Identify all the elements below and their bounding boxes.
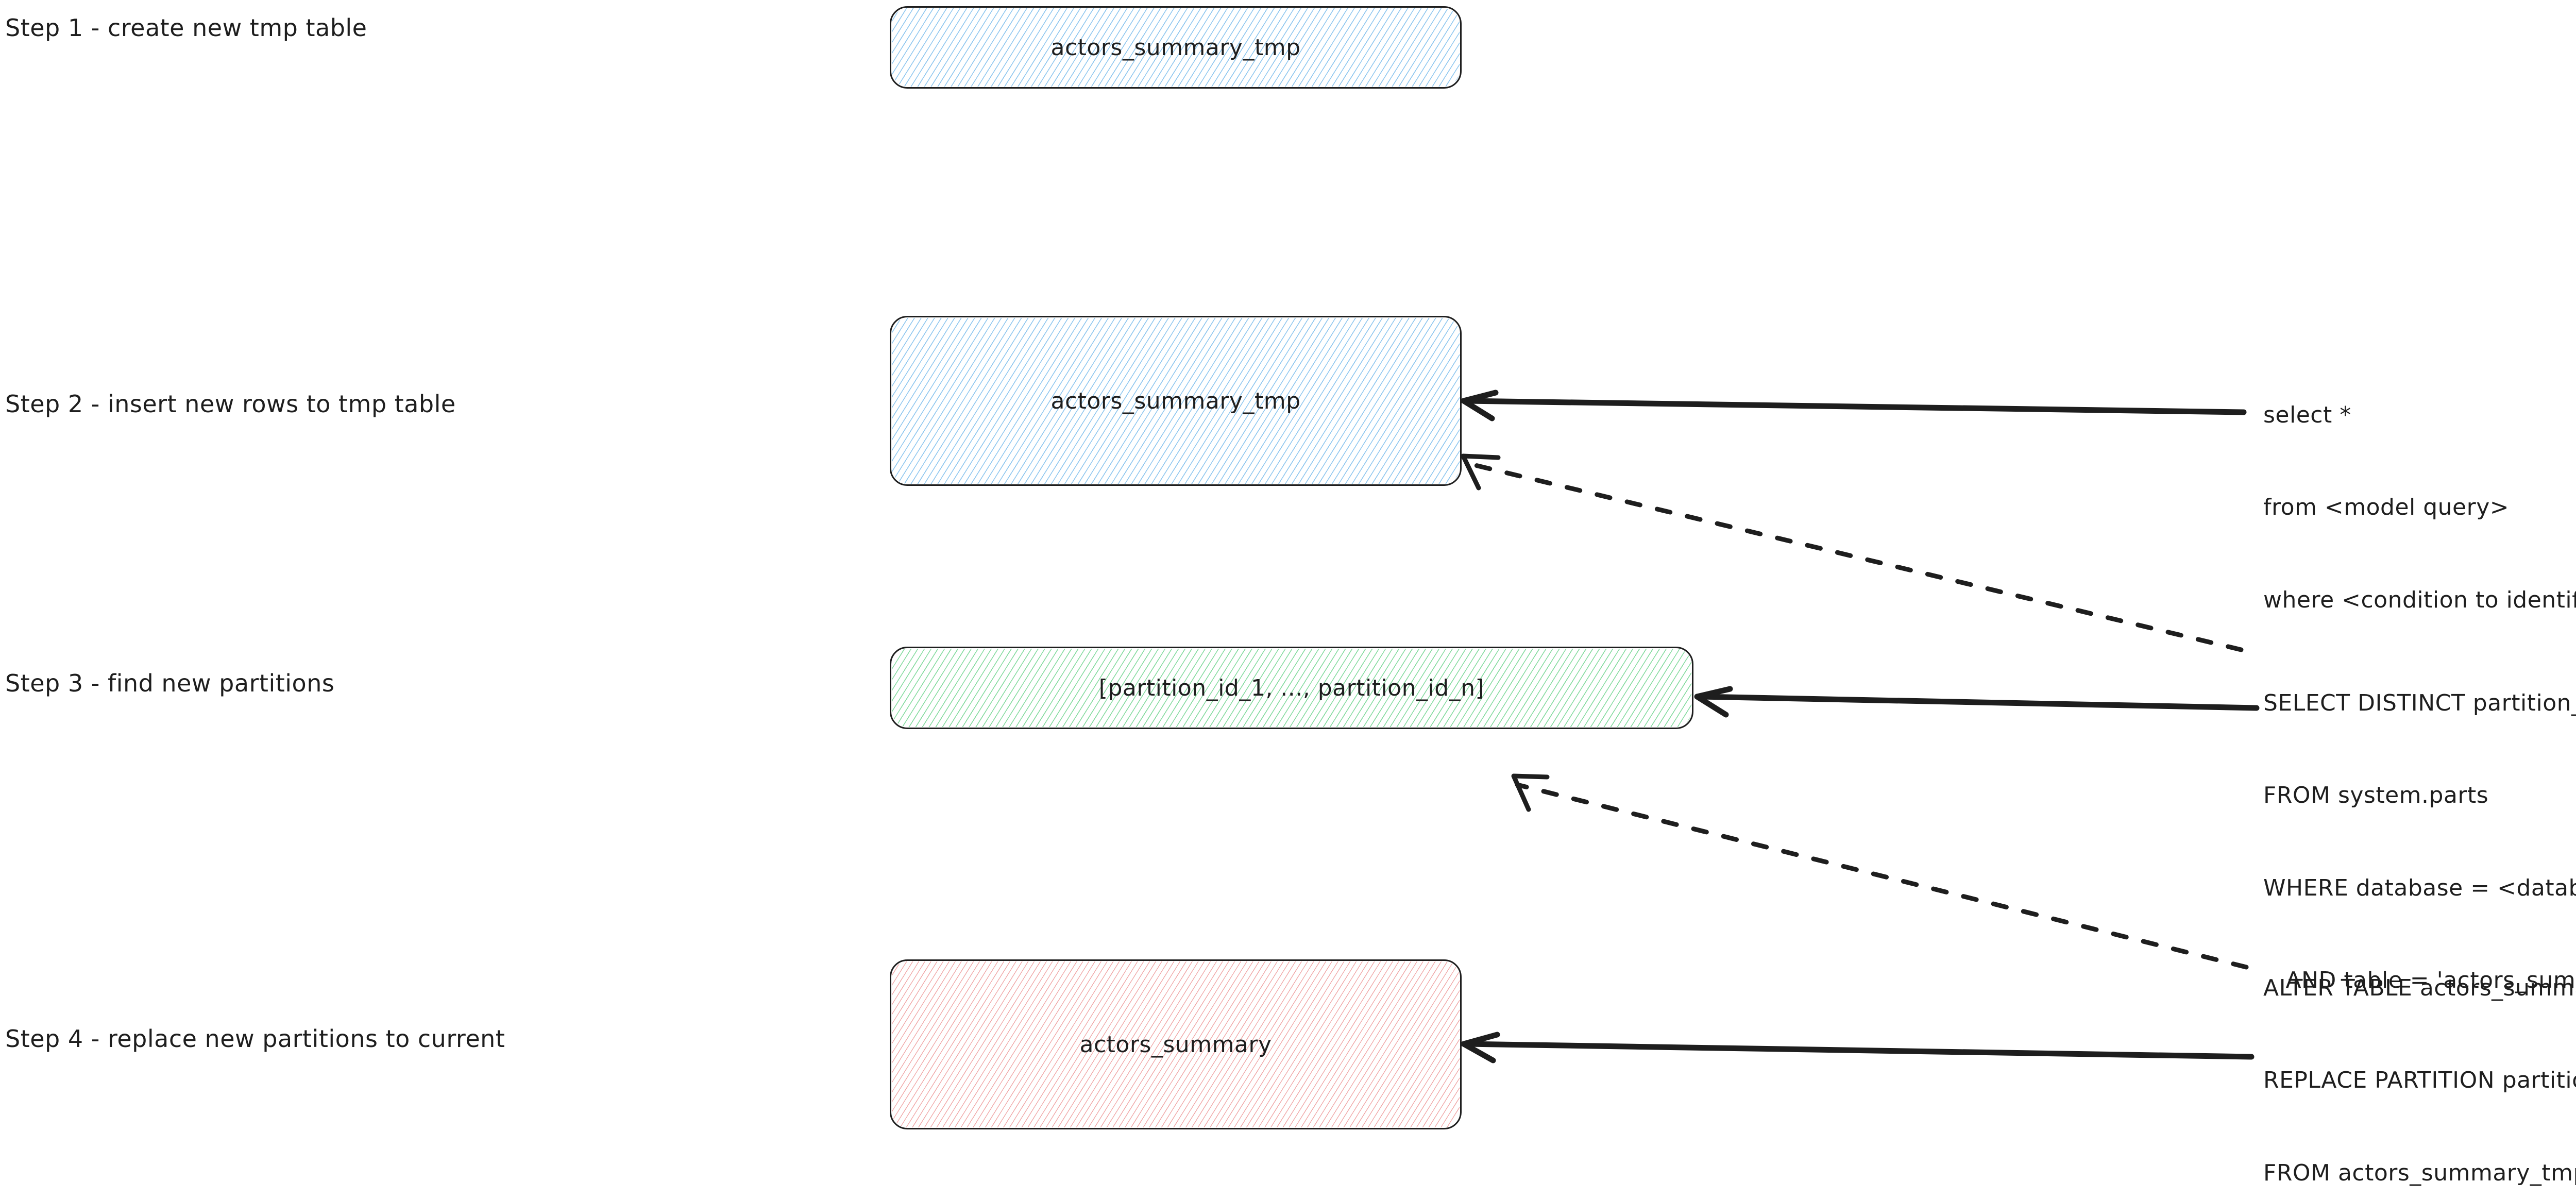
hachure-fill xyxy=(892,8,1460,87)
arrow-find-partitions-to-list xyxy=(1694,686,2260,718)
sql-line: from <model query> xyxy=(2263,494,2510,521)
hachure-fill xyxy=(892,649,1691,727)
arrow-replace-to-actors-summary xyxy=(1461,1032,2255,1063)
sql-line: WHERE database = <database> xyxy=(2263,874,2576,901)
node-label: actors_summary xyxy=(1079,1031,1272,1058)
node-partition-list[interactable]: [partition_id_1, ..., partition_id_n] xyxy=(890,647,1693,729)
step-label-3: Step 3 - find new partitions xyxy=(5,669,335,697)
sql-line: FROM system.parts xyxy=(2263,782,2489,809)
sql-line: AND table = 'actors_summary_tmp' xyxy=(2285,967,2576,994)
step-label-4: Step 4 - replace new partitions to curre… xyxy=(5,1025,505,1053)
sql-line: where <condition to identify new> xyxy=(2263,586,2576,613)
node-tmp-table-1[interactable]: actors_summary_tmp xyxy=(890,6,1462,89)
sql-find-partitions: SELECT DISTINCT partition_id FROM system… xyxy=(2263,626,2576,1058)
sql-line: SELECT DISTINCT partition_id xyxy=(2263,689,2576,716)
step-label-1: Step 1 - create new tmp table xyxy=(5,14,367,42)
sql-insert-new-rows: select * from <model query> where <condi… xyxy=(2263,338,2576,677)
arrow-find-partitions-dashed-to-tmp-table xyxy=(1461,453,2244,652)
sql-replace-partitions: ALTER TABLE actors_summary REPLACE PARTI… xyxy=(2263,911,2576,1199)
arrow-select-to-tmp-table xyxy=(1461,390,2247,421)
hachure-fill xyxy=(892,961,1460,1127)
step-label-2: Step 2 - insert new rows to tmp table xyxy=(5,390,456,418)
node-tmp-table-2[interactable]: actors_summary_tmp xyxy=(890,316,1462,486)
sql-line: REPLACE PARTITION partition_id_1 xyxy=(2263,1067,2576,1094)
node-label: actors_summary_tmp xyxy=(1050,387,1301,414)
node-label: actors_summary_tmp xyxy=(1050,34,1301,61)
sql-line: FROM actors_summary_tmp, xyxy=(2263,1159,2576,1186)
sql-line: ALTER TABLE actors_summary xyxy=(2263,974,2576,1001)
node-label: [partition_id_1, ..., partition_id_n] xyxy=(1098,674,1485,701)
node-actors-summary[interactable]: actors_summary xyxy=(890,959,1462,1129)
sql-line: select * xyxy=(2263,401,2351,428)
hachure-fill xyxy=(892,318,1460,484)
arrow-replace-dashed-to-partition-list xyxy=(1511,773,2249,970)
